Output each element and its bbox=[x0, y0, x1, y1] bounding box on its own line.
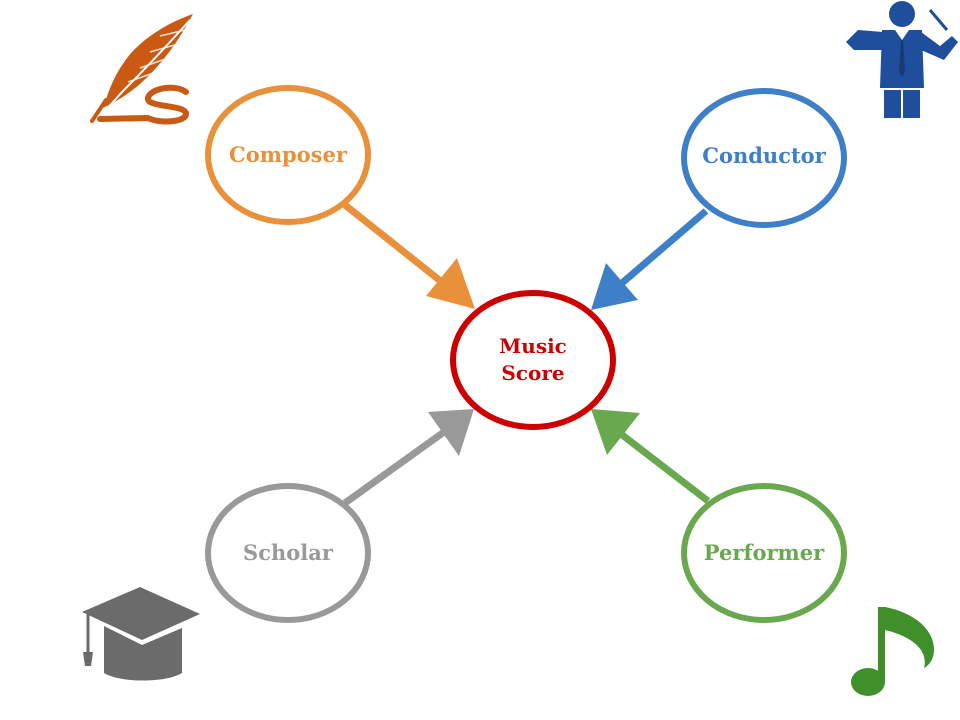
composer-label: Composer bbox=[229, 142, 348, 167]
node-performer: Performer bbox=[681, 483, 847, 623]
arrow-composer-to-score bbox=[342, 202, 475, 309]
scholar-label: Scholar bbox=[243, 540, 334, 565]
node-scholar: Scholar bbox=[205, 483, 371, 623]
conductor-icon bbox=[846, 1, 958, 118]
arrow-scholar-to-score bbox=[342, 409, 474, 506]
center-label-line2: Score bbox=[501, 361, 564, 385]
node-composer: Composer bbox=[205, 85, 371, 225]
arrow-performer-to-score bbox=[591, 409, 711, 504]
node-conductor: Conductor bbox=[681, 88, 847, 228]
graduation-cap-icon bbox=[82, 587, 200, 681]
arrow-conductor-to-score bbox=[591, 208, 709, 310]
center-label-line1: Music bbox=[499, 334, 567, 358]
music-note-icon bbox=[851, 607, 934, 696]
quill-pen-icon bbox=[90, 14, 193, 125]
conductor-label: Conductor bbox=[702, 143, 826, 168]
node-music-score: Music Score bbox=[450, 290, 616, 430]
performer-label: Performer bbox=[704, 540, 825, 565]
